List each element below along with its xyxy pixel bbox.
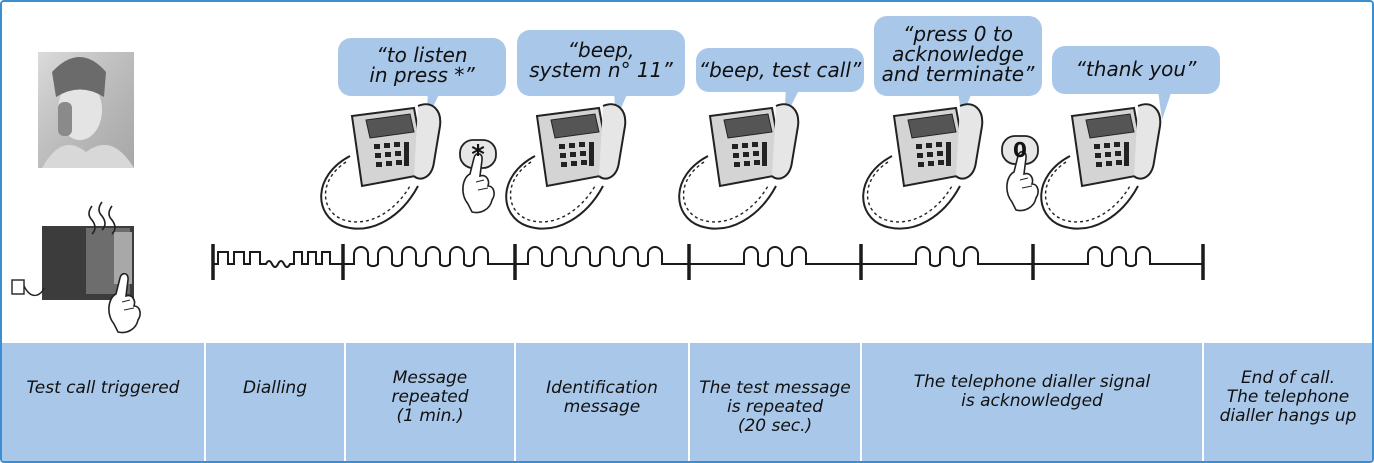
step-cell-1: Test call triggered xyxy=(26,378,180,398)
step-divider xyxy=(860,343,862,461)
dialler-device xyxy=(11,201,134,300)
step-divider xyxy=(688,343,690,461)
step-cell-5: The test message is repeated (20 sec.) xyxy=(699,378,851,436)
step-divider xyxy=(1202,343,1204,461)
diagram-artwork xyxy=(11,16,1220,334)
speech-bubble-text-3: “beep, test call” xyxy=(698,58,862,82)
speech-bubble-text-1: “to listen in press *” xyxy=(369,43,475,87)
steps-bar: Test call triggered Dialling Message rep… xyxy=(2,343,1372,461)
step-cell-2: Dialling xyxy=(243,378,307,398)
step-cell-3: Message repeated (1 min.) xyxy=(391,368,469,426)
speech-bubble-5 xyxy=(1052,46,1220,120)
step-divider xyxy=(204,343,206,461)
speech-bubble-text-2: “beep, system n° 11” xyxy=(529,38,673,82)
star-key-label: * xyxy=(471,140,485,170)
step-cell-6: The telephone dialler signal is acknowle… xyxy=(913,372,1151,411)
zero-key-label: 0 xyxy=(1013,138,1027,162)
telephone-icon-1 xyxy=(320,103,442,230)
step-divider xyxy=(514,343,516,461)
telephone-icon-5 xyxy=(1040,103,1162,230)
step-divider xyxy=(344,343,346,461)
step-cell-4: Identification message xyxy=(546,378,658,417)
telephone-icon-4 xyxy=(862,103,984,230)
signal-timeline xyxy=(211,244,1205,280)
speech-bubble-text-5: “thank you” xyxy=(1075,57,1197,81)
person-photo xyxy=(38,52,134,168)
telephone-icon-2 xyxy=(505,103,627,230)
step-cell-7: End of call. The telephone dialler hangs… xyxy=(1219,368,1357,426)
telephone-icon-3 xyxy=(678,103,800,230)
speech-bubble-text-4: “press 0 to acknowledge and terminate” xyxy=(881,22,1035,86)
